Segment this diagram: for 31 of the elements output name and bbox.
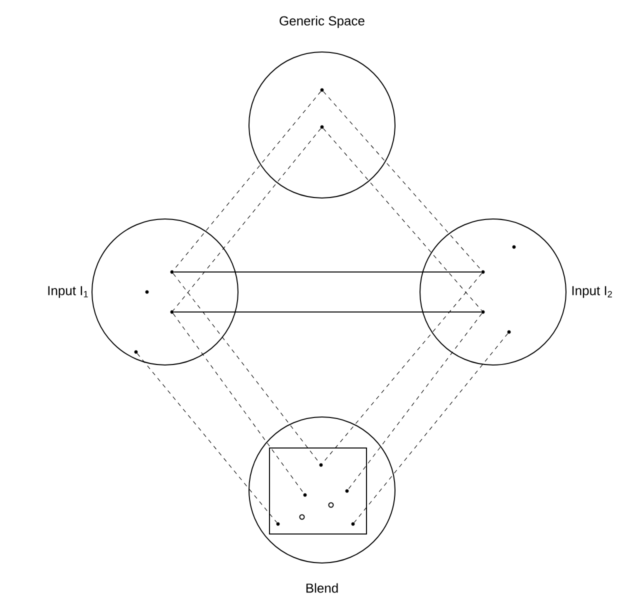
dashed-line <box>172 273 320 464</box>
point <box>351 522 355 526</box>
dashed-line <box>348 313 482 490</box>
dashed-line <box>322 273 482 464</box>
dashed-line <box>172 313 304 494</box>
frame-box <box>269 448 367 534</box>
point <box>481 310 485 314</box>
dashed-line <box>322 128 482 311</box>
point <box>170 310 174 314</box>
point <box>276 522 280 526</box>
point <box>145 290 149 294</box>
dashed-line <box>172 91 322 271</box>
node-label: Input I$_{2}$ <box>572 286 612 298</box>
point <box>345 489 349 493</box>
point <box>303 493 307 497</box>
node-label: Blend <box>306 583 338 593</box>
node-label: Input I$_{1}$ <box>48 286 88 298</box>
open-point <box>328 502 334 508</box>
point <box>320 88 324 92</box>
node-label: Generic Space <box>280 16 364 28</box>
point <box>512 245 516 249</box>
dashed-line <box>136 353 278 523</box>
point <box>170 270 174 274</box>
point <box>481 270 485 274</box>
dashed-line <box>172 128 322 311</box>
dashed-line <box>354 333 508 523</box>
open-point <box>299 514 305 520</box>
point <box>320 125 324 129</box>
point <box>319 463 323 467</box>
point <box>507 330 511 334</box>
point <box>134 350 138 354</box>
